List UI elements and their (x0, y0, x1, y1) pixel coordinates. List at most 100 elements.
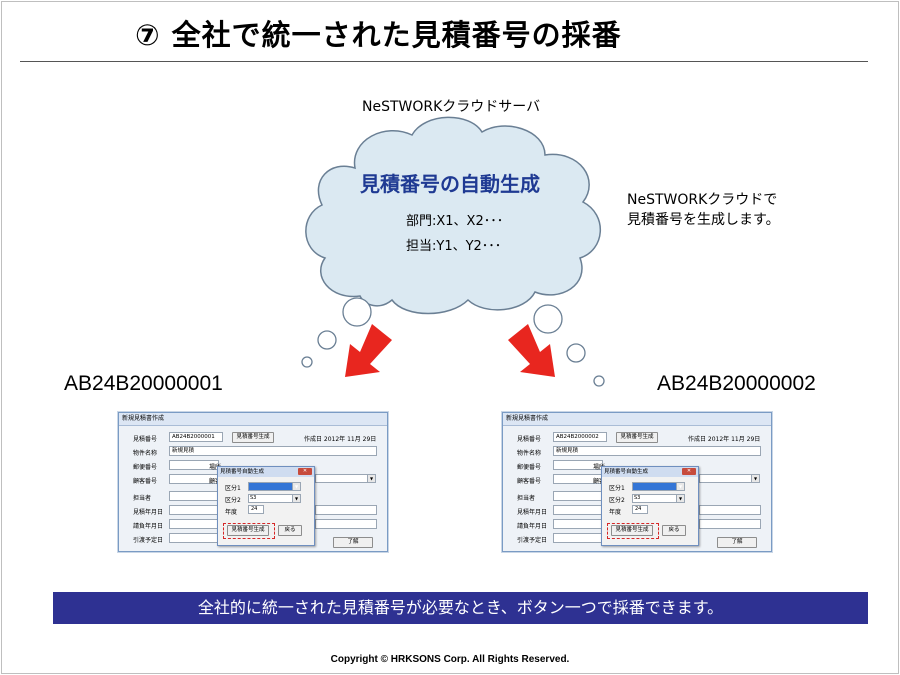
estimate-date-label: 見積年月日 (517, 509, 548, 516)
category2-label: 区分2 (609, 497, 625, 504)
cloud-staff-line: 担当:Y1、Y2･･･ (406, 239, 502, 254)
created-date: 作成日 2012年 11月 29日 (304, 436, 377, 443)
estimate-number-right: AB24B20000002 (657, 372, 816, 395)
delivery-date-label: 引渡予定日 (133, 537, 164, 544)
estimate-no-field[interactable]: AB24B2000002 (553, 432, 607, 442)
contract-date-label: 請負年月日 (517, 523, 548, 530)
estimate-date-label: 見積年月日 (133, 509, 164, 516)
estimate-window-left: 新規見積書作成 見積番号 AB24B2000001 見積番号生成 作成日 201… (118, 412, 388, 552)
staff-label: 担当者 (517, 495, 536, 502)
category1-select[interactable]: ▼ (248, 482, 301, 491)
item-name-label: 物件名称 (517, 450, 542, 457)
estimate-no-field[interactable]: AB24B2000001 (169, 432, 223, 442)
summary-banner: 全社的に統一された見積番号が必要なとき、ボタン一つで採番できます。 (53, 592, 868, 624)
staff-label: 担当者 (133, 495, 152, 502)
extra-field-2[interactable] (699, 519, 761, 529)
year-field[interactable]: 24 (632, 505, 648, 514)
customer-no-label: 顧客番号 (517, 478, 542, 485)
delivery-date-label: 引渡予定日 (517, 537, 548, 544)
contract-date-field[interactable] (169, 519, 219, 529)
delivery-date-field[interactable] (553, 533, 603, 543)
category2-value: S3 (250, 495, 257, 501)
dialog-title: 見積番号自動生成 (218, 467, 314, 477)
dialog-generate-button[interactable]: 見積番号生成 (611, 525, 653, 536)
staff-field[interactable] (553, 491, 603, 501)
customer-label: 顧客 (209, 478, 222, 485)
arrow-down-right-icon (508, 324, 555, 377)
cloud-department-line: 部門:X1、X2･･･ (406, 214, 504, 229)
customer-select[interactable]: ▼ (699, 474, 760, 483)
chevron-down-icon: ▼ (751, 475, 759, 482)
category2-value: S3 (634, 495, 641, 501)
cloud-title: 見積番号の自動生成 (360, 172, 540, 196)
location-label: 場所 (209, 464, 222, 471)
year-field[interactable]: 24 (248, 505, 264, 514)
estimate-date-field[interactable] (553, 505, 603, 515)
highlight-box (607, 523, 659, 539)
dialog-title: 見積番号自動生成 (602, 467, 698, 477)
auto-generate-dialog: 見積番号自動生成 ✕ 区分1 ▼ 区分2 S3▼ 年度 24 見積番号生成 戻る (217, 466, 315, 546)
customer-no-label: 顧客番号 (133, 478, 158, 485)
extra-field-1[interactable] (315, 505, 377, 515)
postal-code-field[interactable] (169, 460, 219, 470)
item-name-field[interactable]: 新規見積 (169, 446, 377, 456)
back-button[interactable]: 戻る (662, 525, 686, 536)
chevron-down-icon: ▼ (676, 495, 684, 502)
contract-date-field[interactable] (553, 519, 603, 529)
extra-field-2[interactable] (315, 519, 377, 529)
estimate-window-right: 新規見積書作成 見積番号 AB24B2000002 見積番号生成 作成日 201… (502, 412, 772, 552)
contract-date-label: 請負年月日 (133, 523, 164, 530)
estimate-date-field[interactable] (169, 505, 219, 515)
slide-title: ⑦ 全社で統一された見積番号の採番 (135, 18, 622, 52)
category2-select[interactable]: S3 ▼ (632, 494, 685, 503)
postal-code-label: 郵便番号 (517, 464, 542, 471)
extra-field-1[interactable] (699, 505, 761, 515)
estimate-number-left: AB24B20000001 (64, 372, 223, 395)
window-title: 新規見積書作成 (503, 413, 771, 426)
customer-select[interactable]: ▼ (315, 474, 376, 483)
postal-code-field[interactable] (553, 460, 603, 470)
side-note: NeSTWORKクラウドで 見積番号を生成します。 (627, 190, 780, 230)
delivery-date-field[interactable] (169, 533, 219, 543)
server-label: NeSTWORKクラウドサーバ (362, 99, 541, 115)
category1-label: 区分1 (225, 485, 241, 492)
category2-select[interactable]: S3 ▼ (248, 494, 301, 503)
category1-select[interactable]: ▼ (632, 482, 685, 491)
generate-number-button[interactable]: 見積番号生成 (616, 432, 658, 443)
estimate-no-label: 見積番号 (517, 436, 542, 443)
thought-bubbles-right (533, 304, 605, 387)
chevron-down-icon: ▼ (292, 483, 300, 490)
highlight-box (223, 523, 275, 539)
estimate-no-label: 見積番号 (133, 436, 158, 443)
ok-button[interactable]: 了解 (333, 537, 373, 548)
customer-label: 顧客 (593, 478, 606, 485)
side-note-line-1: NeSTWORKクラウドで (627, 192, 778, 208)
cloud-shape (305, 116, 601, 315)
title-underline (20, 61, 868, 62)
category2-label: 区分2 (225, 497, 241, 504)
staff-field[interactable] (169, 491, 219, 501)
copyright-footer: Copyright © HRKSONS Corp. All Rights Res… (330, 654, 570, 665)
postal-code-label: 郵便番号 (133, 464, 158, 471)
location-label: 場所 (593, 464, 606, 471)
ok-button[interactable]: 了解 (717, 537, 757, 548)
thought-bubbles-left (301, 297, 372, 368)
chevron-down-icon: ▼ (367, 475, 375, 482)
chevron-down-icon: ▼ (292, 495, 300, 502)
year-label: 年度 (609, 509, 622, 516)
side-note-line-2: 見積番号を生成します。 (627, 212, 780, 228)
auto-generate-dialog: 見積番号自動生成 ✕ 区分1 ▼ 区分2 S3 ▼ 年度 24 見積番号生成 戻る (601, 466, 699, 546)
generate-number-button[interactable]: 見積番号生成 (232, 432, 274, 443)
back-button[interactable]: 戻る (278, 525, 302, 536)
item-name-field[interactable]: 新規見積 (553, 446, 761, 456)
dialog-generate-button[interactable]: 見積番号生成 (227, 525, 269, 536)
item-name-label: 物件名称 (133, 450, 158, 457)
close-icon[interactable]: ✕ (298, 468, 312, 475)
arrow-down-left-icon (345, 324, 392, 377)
created-date: 作成日 2012年 11月 29日 (688, 436, 761, 443)
category1-label: 区分1 (609, 485, 625, 492)
close-icon[interactable]: ✕ (682, 468, 696, 475)
window-title: 新規見積書作成 (119, 413, 387, 426)
